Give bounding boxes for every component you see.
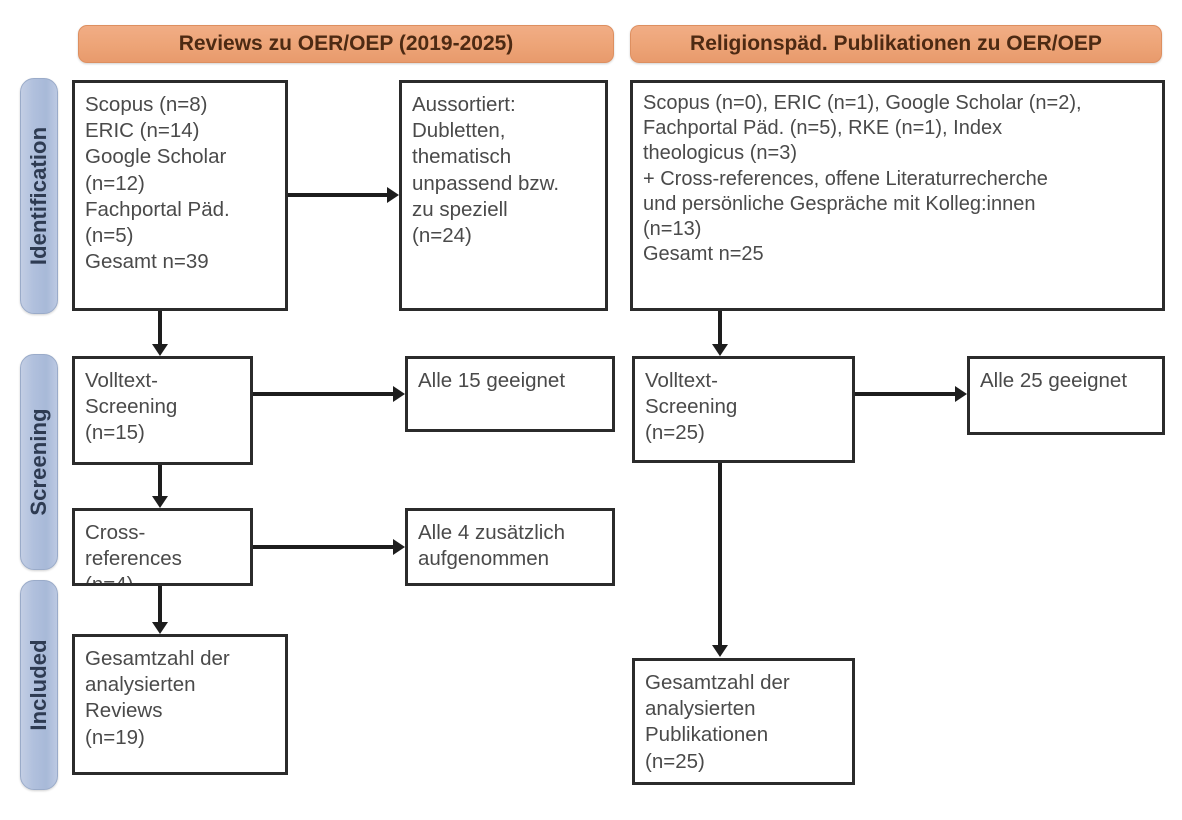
connector-left-sources-to-excluded xyxy=(288,193,387,197)
connector-left-sources-to-fulltext xyxy=(158,311,162,344)
stage-label-identification: Identification xyxy=(26,126,51,266)
arrowhead-left-sources-to-fulltext xyxy=(152,344,168,356)
column-header-left-label: Reviews zu OER/OEP (2019-2025) xyxy=(178,32,514,55)
arrowhead-left-fulltext-to-eligible xyxy=(393,386,405,402)
connector-left-fulltext-to-crossrefs xyxy=(158,465,162,496)
arrowhead-right-fulltext-to-total xyxy=(712,645,728,657)
column-header-left: Reviews zu OER/OEP (2019-2025) xyxy=(78,25,614,63)
arrowhead-right-fulltext-to-eligible xyxy=(955,386,967,402)
box-left-screening-crossrefs-included: Alle 4 zusätzlich aufgenommen xyxy=(405,508,615,586)
connector-right-fulltext-to-total xyxy=(718,463,722,645)
box-right-identification-sources: Scopus (n=0), ERIC (n=1), Google Scholar… xyxy=(630,80,1165,311)
stage-pill-included: Included xyxy=(20,580,58,790)
connector-crossrefs-to-included-note xyxy=(253,545,393,549)
stage-label-included: Included xyxy=(26,639,51,731)
box-right-included-total: Gesamtzahl der analysierten Publikatione… xyxy=(632,658,855,785)
box-right-screening-eligible: Alle 25 geeignet xyxy=(967,356,1165,435)
box-left-identification-sources: Scopus (n=8) ERIC (n=14) Google Scholar … xyxy=(72,80,288,311)
box-left-included-total: Gesamtzahl der analysierten Reviews (n=1… xyxy=(72,634,288,775)
connector-left-fulltext-to-eligible xyxy=(253,392,393,396)
box-right-screening-fulltext: Volltext- Screening (n=25) xyxy=(632,356,855,463)
connector-right-fulltext-to-eligible xyxy=(855,392,955,396)
arrowhead-left-sources-to-excluded xyxy=(387,187,399,203)
box-left-screening-fulltext: Volltext- Screening (n=15) xyxy=(72,356,253,465)
column-header-right-label: Religionspäd. Publikationen zu OER/OEP xyxy=(690,32,1102,55)
arrowhead-crossrefs-to-total xyxy=(152,622,168,634)
box-left-screening-crossrefs: Cross-references (n=4) xyxy=(72,508,253,586)
box-left-screening-eligible: Alle 15 geeignet xyxy=(405,356,615,432)
box-left-identification-excluded: Aussortiert: Dubletten, thematisch unpas… xyxy=(399,80,608,311)
stage-label-screening: Screening xyxy=(26,408,51,516)
connector-crossrefs-to-total xyxy=(158,586,162,622)
stage-pill-identification: Identification xyxy=(20,78,58,314)
arrowhead-left-fulltext-to-crossrefs xyxy=(152,496,168,508)
connector-right-sources-to-fulltext xyxy=(718,311,722,344)
arrowhead-crossrefs-to-included-note xyxy=(393,539,405,555)
stage-pill-screening: Screening xyxy=(20,354,58,570)
arrowhead-right-sources-to-fulltext xyxy=(712,344,728,356)
column-header-right: Religionspäd. Publikationen zu OER/OEP xyxy=(630,25,1162,63)
